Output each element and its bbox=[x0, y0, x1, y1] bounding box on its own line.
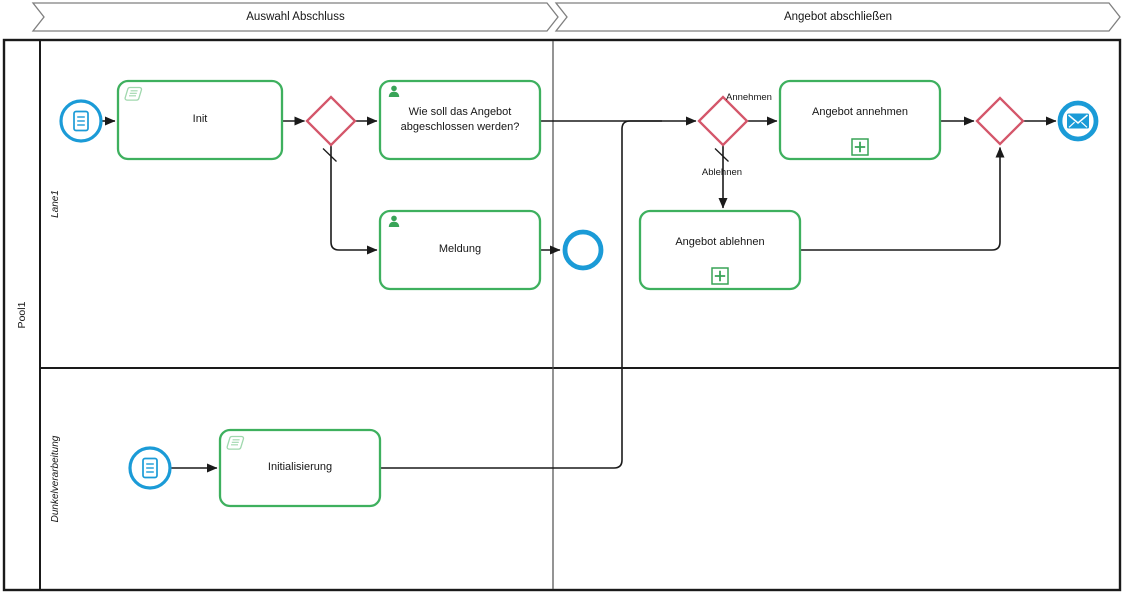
envelope-icon bbox=[1067, 113, 1089, 129]
flow-gateway1-to-meldung[interactable] bbox=[330, 145, 378, 255]
exclusive-gateway-2[interactable] bbox=[697, 95, 749, 147]
subprocess-angebot-annehmen[interactable] bbox=[778, 79, 942, 161]
document-icon bbox=[142, 457, 158, 479]
script-icon bbox=[226, 435, 245, 450]
document-icon bbox=[73, 110, 89, 132]
script-icon bbox=[124, 86, 143, 101]
end-event[interactable] bbox=[562, 229, 604, 271]
task-wie-soll[interactable] bbox=[378, 79, 542, 161]
flow-initialisierung-join[interactable] bbox=[380, 120, 663, 469]
start-event-dunkelverarbeitung[interactable] bbox=[128, 446, 172, 490]
task-meldung[interactable] bbox=[378, 209, 542, 291]
default-flow-marker-gateway2 bbox=[714, 148, 729, 162]
user-icon bbox=[388, 85, 400, 97]
task-initialisierung[interactable] bbox=[218, 428, 382, 508]
phase-chevron-angebot-abschliessen[interactable] bbox=[554, 2, 1121, 32]
pool-boundary[interactable] bbox=[2, 38, 1122, 592]
phase-chevron-auswahl-abschluss[interactable] bbox=[31, 2, 559, 32]
subprocess-plus-icon bbox=[851, 138, 869, 156]
message-end-event[interactable] bbox=[1057, 100, 1099, 142]
subprocess-plus-icon bbox=[711, 267, 729, 285]
exclusive-gateway-1[interactable] bbox=[305, 95, 357, 147]
subprocess-angebot-ablehnen[interactable] bbox=[638, 209, 802, 291]
default-flow-marker-gateway1 bbox=[322, 148, 337, 162]
exclusive-gateway-3[interactable] bbox=[975, 96, 1025, 146]
task-init[interactable] bbox=[116, 79, 284, 161]
flow-ablehnen-to-gateway3[interactable] bbox=[800, 147, 1005, 251]
start-event-lane1[interactable] bbox=[59, 99, 103, 143]
user-icon bbox=[388, 215, 400, 227]
